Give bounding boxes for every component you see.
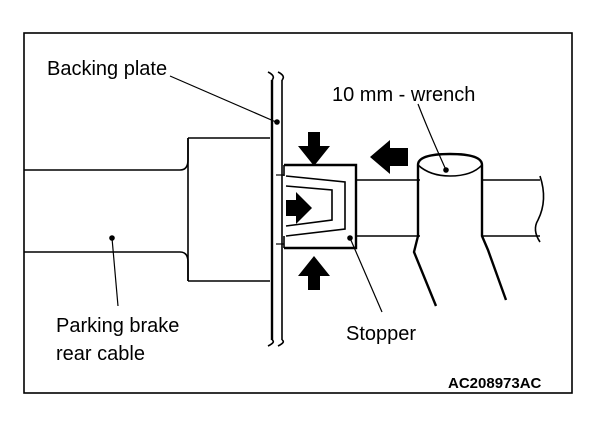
arrow-icon [286, 192, 312, 224]
stopper-shaft [356, 175, 545, 243]
parking-brake-cable [24, 137, 270, 282]
label-wrench: 10 mm - wrench [332, 84, 475, 106]
backing-plate [267, 71, 285, 347]
push-arrows [286, 132, 408, 290]
arrow-icon [370, 140, 408, 174]
wrench [412, 152, 508, 307]
leader-lines [109, 75, 449, 313]
label-parking-brake-line1: Parking brake [56, 315, 179, 337]
figure-code: AC208973AC [448, 375, 542, 392]
arrow-icon [298, 132, 330, 166]
arrow-icon [298, 256, 330, 290]
label-stopper: Stopper [346, 323, 416, 345]
cable-retainer-clip [283, 163, 358, 250]
label-backing-plate: Backing plate [47, 58, 167, 80]
label-parking-brake-line2: rear cable [56, 343, 145, 365]
